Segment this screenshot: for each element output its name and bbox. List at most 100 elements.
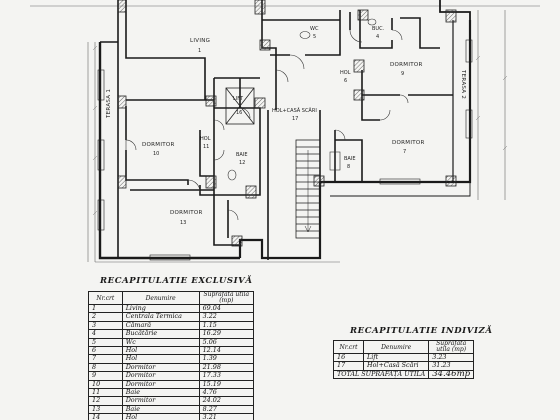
total-value: 34.46mp: [428, 369, 475, 380]
indiviza-recap-title: RECAPITULATIE INDIVIZĂ: [350, 326, 493, 336]
col-header-suprafata: Suprafata utila (mp): [198, 291, 255, 305]
row-number: 14: [88, 413, 123, 420]
room-number-hol-casa-scari: 17: [292, 116, 298, 122]
room-label-hol-casa-scari: HOL+CASĂ SCĂRI: [272, 107, 317, 114]
col-header-denumire: Denumire: [121, 291, 200, 305]
lift-shaft: [225, 87, 255, 125]
room-number-baie12: 12: [239, 160, 245, 166]
col-header-suprafata: Suprafata utila (mp): [428, 340, 475, 354]
room-name: Dormitor: [121, 362, 200, 373]
room-label-dormitor9: DORMITOR: [390, 62, 423, 68]
row-number: 1: [88, 303, 123, 314]
row-number: 5: [88, 337, 123, 348]
room-name: Dormitor: [121, 379, 200, 390]
room-name: Baie: [121, 388, 200, 398]
room-label-baie8: BAIE: [344, 156, 355, 162]
room-name: Cămară: [121, 320, 200, 331]
row-number: 10: [88, 379, 123, 390]
room-area: 3.21: [198, 413, 255, 420]
row-number: 2: [88, 312, 123, 322]
room-number-bucatarie: 4: [376, 34, 379, 40]
room-label-dormitor10: DORMITOR: [142, 142, 175, 148]
staircase: [295, 139, 321, 239]
room-area: 21.98: [198, 362, 255, 373]
room-number-wc: 5: [313, 34, 316, 40]
room-number-hol6: 6: [344, 78, 347, 84]
room-name: Bucătărie: [121, 329, 200, 339]
room-name: Dormitor: [121, 371, 200, 381]
exclusive-header-row: Nr.crt Denumire Suprafata utila (mp): [88, 291, 255, 305]
row-number: 8: [88, 362, 123, 373]
room-area: 69.04: [198, 303, 255, 314]
room-area: 31.23: [428, 361, 475, 371]
room-name: Hol: [121, 354, 200, 364]
room-area: 15.19: [198, 379, 255, 390]
room-name: Wc: [121, 337, 200, 348]
room-name: Baie: [121, 404, 200, 415]
row-number: 6: [88, 346, 123, 356]
total-label: TOTAL SUPRAFAȚĂ UTILĂ: [332, 369, 430, 380]
door-swings: [125, 29, 409, 221]
room-label-terasa2: TERASA 2: [460, 69, 466, 99]
room-number-lift: 16: [236, 110, 242, 116]
room-name: Lift: [363, 352, 430, 363]
room-area: 1.39: [198, 354, 255, 364]
room-number-dormitor9: 9: [401, 71, 404, 77]
room-label-hol11: HOL: [200, 136, 211, 142]
room-area: 24.02: [198, 396, 255, 406]
interior-walls: [125, 0, 453, 260]
row-number: 13: [88, 404, 123, 415]
structural-columns: [117, 0, 457, 247]
room-number-dormitor10: 10: [153, 151, 159, 157]
room-area: 4.76: [198, 388, 255, 398]
room-label-bucatarie: BUC.: [372, 26, 385, 32]
room-area: 5.06: [198, 337, 255, 348]
room-label-dormitor7: DORMITOR: [392, 140, 425, 146]
room-label-wc: WC: [310, 26, 319, 32]
room-label-living: LIVING: [190, 38, 210, 44]
floor-plan-drawing: LIVING 1 WC 5 BUC. 4 TERASA 2 HOL 6 DORM…: [30, 0, 540, 263]
windows: [97, 39, 473, 261]
row-number: 7: [88, 354, 123, 364]
room-area: 1.15: [198, 320, 255, 331]
room-area: 16.29: [198, 329, 255, 339]
room-label-dormitor13: DORMITOR: [170, 210, 203, 216]
exclusive-recap-title: RECAPITULATIE EXCLUSIVĂ: [100, 276, 253, 286]
total-row: TOTAL SUPRAFAȚĂ UTILĂ 34.46mp: [332, 369, 475, 380]
room-area: 3.23: [428, 352, 475, 363]
row-number: 11: [88, 388, 123, 398]
col-header-nr: Nr.crt: [332, 340, 365, 354]
room-label-hol6: HOL: [340, 70, 351, 76]
row-number: 12: [88, 396, 123, 406]
room-name: Hol+Casă Scări: [363, 361, 430, 371]
room-label-terasa1: TERASA 1: [106, 89, 112, 119]
room-name: Hol: [121, 413, 200, 420]
room-number-living: 1: [198, 48, 201, 54]
sanitary-fixtures: [227, 18, 377, 181]
room-name: Dormitor: [121, 396, 200, 406]
room-area: 12.14: [198, 346, 255, 356]
room-name: Hol: [121, 346, 200, 356]
room-area: 17.33: [198, 371, 255, 381]
room-number-dormitor13: 13: [180, 220, 186, 226]
col-header-nr: Nr.crt: [88, 291, 123, 305]
row-number: 9: [88, 371, 123, 381]
